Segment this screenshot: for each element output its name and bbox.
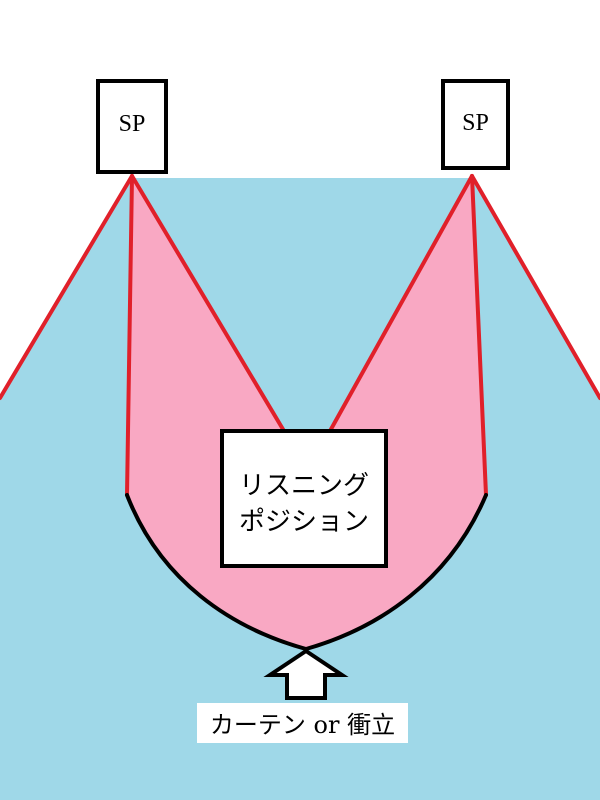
ray-left-to-listener [130,174,286,433]
sound-rays [0,174,600,497]
left-speaker-box [96,79,168,174]
right-speaker-label: SP [462,110,489,136]
left-speaker-label: SP [119,111,146,137]
listening-position-line2: ポジション [239,507,369,537]
right-speaker-box [441,79,510,170]
listening-position-box [220,429,388,568]
ray-right-to-listener [328,174,474,433]
listening-position: リスニング ポジション [220,429,388,568]
ray-left-outer [0,174,134,400]
right-speaker: SP [441,79,510,170]
left-speaker: SP [96,79,168,174]
curtain-label-background [197,703,408,743]
curtain-label-group: カーテン or 衝立 [197,703,408,743]
ray-left-down [125,174,134,497]
ray-right-down [470,174,488,497]
curtain-label: カーテン or 衝立 [210,711,395,739]
listening-position-line1: リスニング [239,471,369,501]
up-arrow-icon [263,648,349,700]
ray-right-outer [470,174,600,400]
